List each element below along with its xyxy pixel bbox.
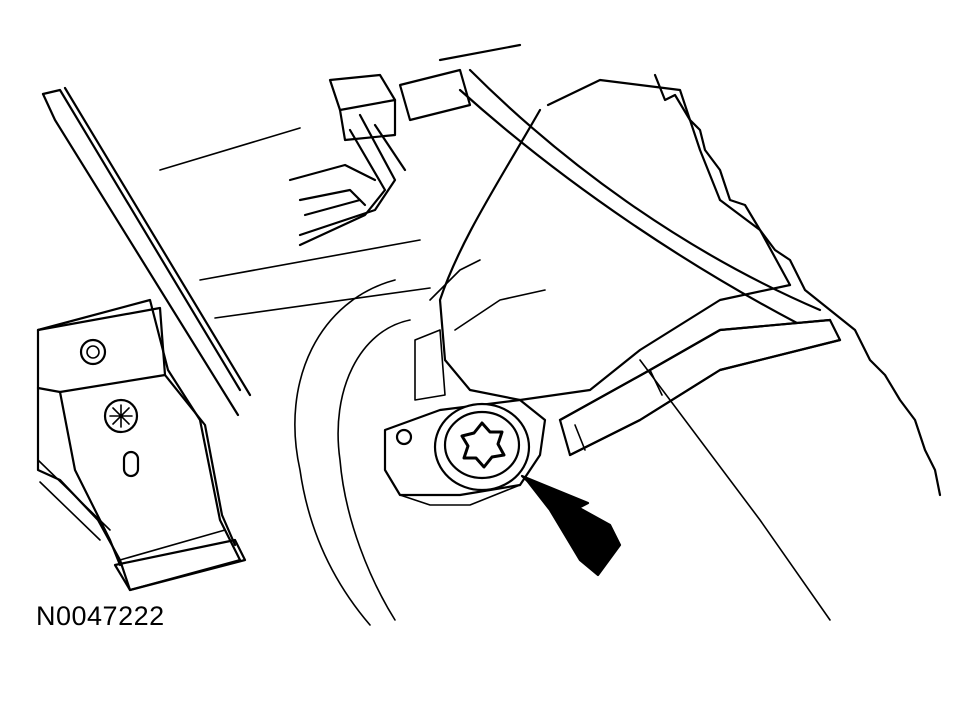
wiring-connector (288, 43, 522, 247)
seat-rail (41, 86, 431, 417)
figure-id-label: N0047222 (36, 601, 165, 631)
torx-bolt-icon (433, 402, 531, 492)
seat-bracket (36, 298, 247, 592)
floor-pan (294, 279, 831, 626)
carpet-edge (653, 73, 942, 497)
seat-belt-webbing (429, 68, 832, 402)
anchor-stalk (558, 318, 842, 457)
arrow-icon (520, 474, 622, 577)
